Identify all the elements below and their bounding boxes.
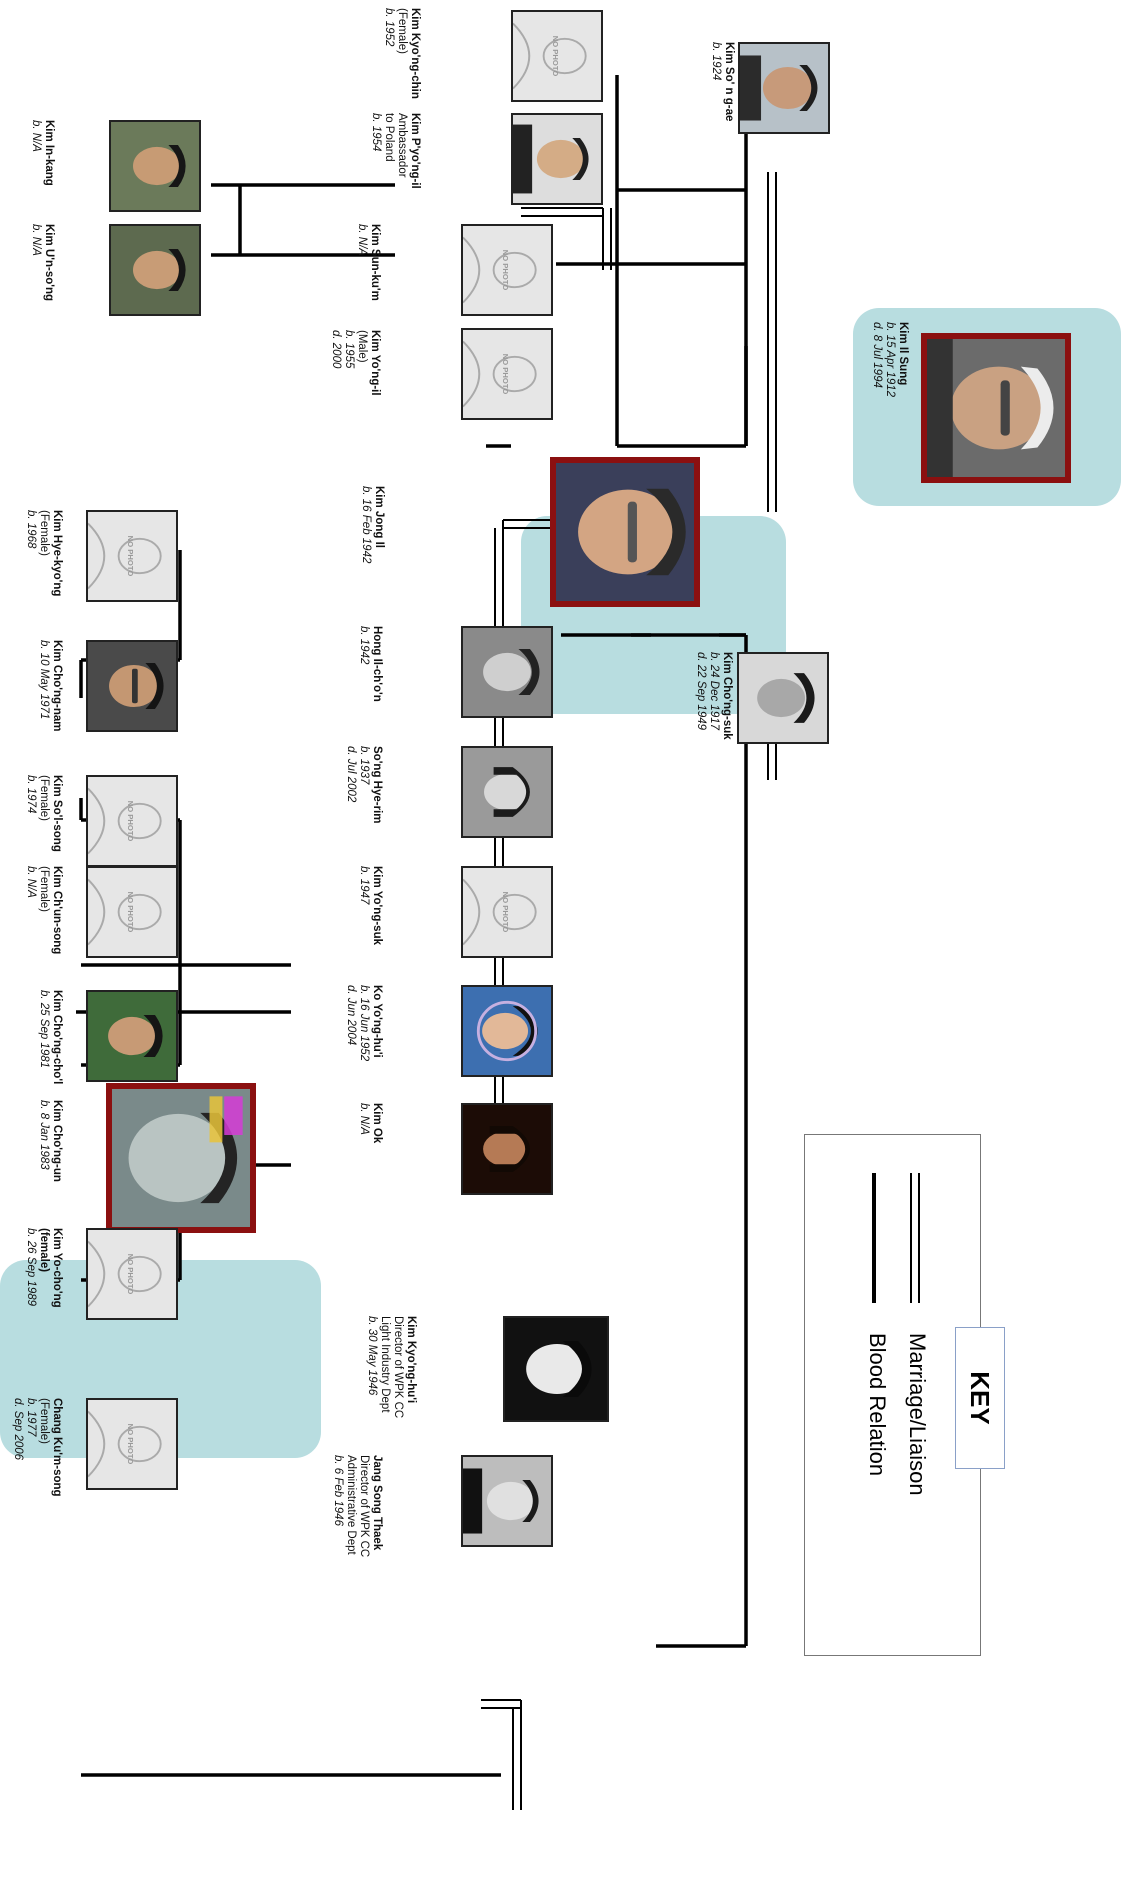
svg-text:NO PHOTO: NO PHOTO bbox=[551, 36, 560, 77]
photo-chang-ku-m-song: NO PHOTO bbox=[86, 1398, 178, 1490]
label-kim-yo-cho-ng: Kim Yo-cho'ng (female) b. 26 Sep 1989 bbox=[25, 1228, 63, 1308]
label-hong-il-ch-o-n: Hong Il-ch'o'n b. 1942 bbox=[358, 626, 383, 702]
svg-text:NO PHOTO: NO PHOTO bbox=[126, 1424, 135, 1465]
label-kim-in-kang: Kim In-kang b. N/A bbox=[30, 120, 55, 186]
photo-kim-jong-il bbox=[550, 457, 700, 607]
photo-kim-so-l-song: NO PHOTO bbox=[86, 775, 178, 867]
photo-hong-il-ch-o-n bbox=[461, 626, 553, 718]
label-kim-hye-kyo-ng: Kim Hye-kyo'ng (Female) b. 1968 bbox=[25, 510, 63, 597]
photo-kim-ok bbox=[461, 1103, 553, 1195]
photo-kim-cho-ng-suk bbox=[737, 652, 829, 744]
label-kim-cho-ng-un: Kim Cho'ng-un b. 8 Jan 1983 bbox=[38, 1100, 63, 1182]
label-kim-il-sung: Kim Il Sung b. 15 Apr 1912 d. 8 Jul 1994 bbox=[871, 322, 909, 398]
label-kim-u-n-so-ng: Kim U'n-so'ng b. N/A bbox=[30, 224, 55, 302]
label-kim-cho-ng-suk: Kim Cho'ng-suk b. 24 Dec 1917 d. 22 Sep … bbox=[695, 652, 733, 740]
svg-text:NO PHOTO: NO PHOTO bbox=[126, 892, 135, 933]
photo-ko-yo-ng-hu-i bbox=[461, 985, 553, 1077]
label-kim-ok: Kim Ok b. N/A bbox=[358, 1103, 383, 1144]
photo-kim-cho-ng-cho-l bbox=[86, 990, 178, 1082]
key-title: KEY bbox=[955, 1327, 1005, 1469]
label-kim-yo-ng-suk: Kim Yo'ng-suk b. 1947 bbox=[358, 866, 383, 945]
svg-text:NO PHOTO: NO PHOTO bbox=[501, 250, 510, 291]
photo-kim-in-kang bbox=[109, 120, 201, 212]
photo-kim-yo-ng-suk: NO PHOTO bbox=[461, 866, 553, 958]
photo-jang-song-thaek bbox=[461, 1455, 553, 1547]
label-kim-sun-ku-m: Kim Sun-ku'm b. N/A bbox=[356, 224, 381, 301]
photo-kim-so-ng-ae bbox=[738, 42, 830, 134]
photo-kim-yo-ng-il: NO PHOTO bbox=[461, 328, 553, 420]
photo-kim-hye-kyo-ng: NO PHOTO bbox=[86, 510, 178, 602]
marriage-line-sample bbox=[910, 1173, 920, 1303]
photo-kim-sun-ku-m: NO PHOTO bbox=[461, 224, 553, 316]
marriage-label: Marriage/Liaison bbox=[905, 1333, 930, 1496]
label-kim-ch-un-song: Kim Ch'un-song (Female) b. N/A bbox=[25, 866, 63, 955]
label-chang-ku-m-song: Chang Ku'm-song (Female) b. 1977 d. Sep … bbox=[12, 1398, 63, 1497]
svg-text:NO PHOTO: NO PHOTO bbox=[126, 801, 135, 842]
label-kim-cho-ng-nam: Kim Cho'ng-nam b. 10 May 1971 bbox=[38, 640, 63, 732]
label-kim-p-yo-ng-il: Kim P'yo'ng-il Ambassador to Poland b. 1… bbox=[370, 113, 421, 189]
label-kim-jong-il: Kim Jong Il b. 16 Feb 1942 bbox=[360, 486, 385, 564]
svg-text:NO PHOTO: NO PHOTO bbox=[501, 892, 510, 933]
label-kim-kyo-ng-hu-i: Kim Kyo'ng-hu'i Director of WPK CC Light… bbox=[366, 1316, 417, 1419]
blood-line-sample bbox=[872, 1173, 876, 1303]
photo-kim-kyo-ng-hu-i bbox=[503, 1316, 609, 1422]
photo-kim-p-yo-ng-il bbox=[511, 113, 603, 205]
photo-so-ng-hye-rim bbox=[461, 746, 553, 838]
label-so-ng-hye-rim: So'ng Hye-rim b. 1937 d. Jul 2002 bbox=[345, 746, 383, 824]
person-name: Kim So' n g-ae bbox=[723, 42, 735, 122]
svg-text:NO PHOTO: NO PHOTO bbox=[126, 536, 135, 577]
svg-text:NO PHOTO: NO PHOTO bbox=[501, 354, 510, 395]
label-kim-yo-ng-il: Kim Yo'ng-il (Male) b. 1955 d. 2000 bbox=[330, 330, 381, 396]
label-kim-cho-ng-cho-l: Kim Cho'ng-cho'l b. 25 Sep 1981 bbox=[38, 990, 63, 1085]
photo-kim-u-n-so-ng bbox=[109, 224, 201, 316]
label-ko-yo-ng-hu-i: Ko Yo'ng-hu'i b. 16 Jun 1952 d. Jun 2004 bbox=[345, 985, 383, 1062]
photo-kim-il-sung bbox=[921, 333, 1071, 483]
photo-kim-yo-cho-ng: NO PHOTO bbox=[86, 1228, 178, 1320]
key-legend: KEY Marriage/Liaison Blood Relation bbox=[804, 1134, 1005, 1656]
photo-kim-cho-ng-nam bbox=[86, 640, 178, 732]
label-kim-so-ng-ae: Kim So' n g-ae b. 1924 bbox=[710, 42, 735, 122]
photo-kim-kyo-ng-chin: NO PHOTO bbox=[511, 10, 603, 102]
blood-label: Blood Relation bbox=[865, 1333, 890, 1477]
label-jang-song-thaek: Jang Song Thaek Director of WPK CC Admin… bbox=[332, 1455, 383, 1558]
photo-kim-cho-ng-un bbox=[106, 1083, 256, 1233]
photo-kim-ch-un-song: NO PHOTO bbox=[86, 866, 178, 958]
svg-text:NO PHOTO: NO PHOTO bbox=[126, 1254, 135, 1295]
label-kim-kyo-ng-chin: Kim Kyo'ng-chin (Female) b. 1952 bbox=[383, 8, 421, 99]
label-kim-so-l-song: Kim So'l-song (Female) b. 1974 bbox=[25, 775, 63, 852]
